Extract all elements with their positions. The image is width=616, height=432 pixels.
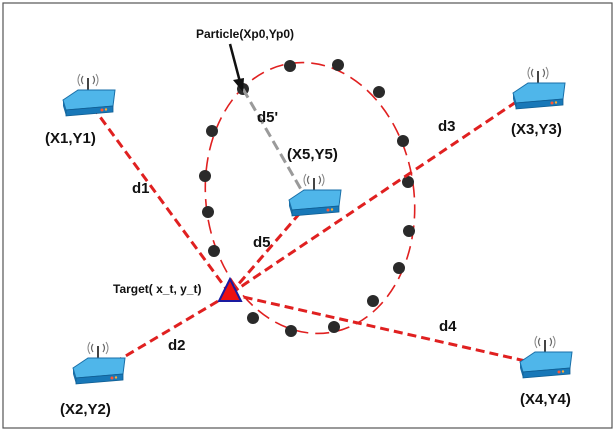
particle-dot xyxy=(393,262,405,274)
target-triangle-icon xyxy=(217,276,243,302)
particle-dot xyxy=(402,176,414,188)
target-label: Target( x_t, y_t) xyxy=(113,282,201,296)
line-d4 xyxy=(229,292,531,364)
distance-label-d5-prime: d5' xyxy=(257,109,278,126)
anchor-5-label: (X5,Y5) xyxy=(287,146,338,163)
particle-dot xyxy=(332,59,344,71)
line-d1 xyxy=(93,109,232,295)
anchor-4-label: (X4,Y4) xyxy=(520,391,571,408)
particle-dot xyxy=(373,86,385,98)
particle-dot xyxy=(247,312,259,324)
line-d3 xyxy=(229,94,526,296)
anchor-2-label: (X2,Y2) xyxy=(60,401,111,418)
distance-label-d1: d1 xyxy=(132,180,150,197)
particle-dot xyxy=(285,325,297,337)
particle-dot xyxy=(397,135,409,147)
particle-pointer-arrow xyxy=(228,43,242,83)
distance-label-d4: d4 xyxy=(439,318,457,335)
particle-dot xyxy=(199,170,211,182)
particle-label: Particle(Xp0,Yp0) xyxy=(196,27,294,41)
line-d2 xyxy=(101,292,231,372)
distance-lines xyxy=(93,88,531,372)
particle-dot xyxy=(403,225,415,237)
particle-dot xyxy=(206,125,218,137)
particle-dot xyxy=(202,206,214,218)
particle-cloud xyxy=(199,59,416,337)
anchor-1-label: (X1,Y1) xyxy=(45,130,96,147)
distance-label-d3: d3 xyxy=(438,118,456,135)
particle-dot xyxy=(328,321,340,333)
particle-dot xyxy=(208,245,220,257)
anchor-3-label: (X3,Y3) xyxy=(511,121,562,138)
distance-label-d5: d5 xyxy=(253,234,271,251)
particle-dot xyxy=(367,295,379,307)
distance-label-d2: d2 xyxy=(168,337,186,354)
line-d5-prime xyxy=(241,88,308,199)
particle-dot xyxy=(284,60,296,72)
line-d5 xyxy=(228,205,308,295)
arrow-head-icon xyxy=(233,78,244,92)
